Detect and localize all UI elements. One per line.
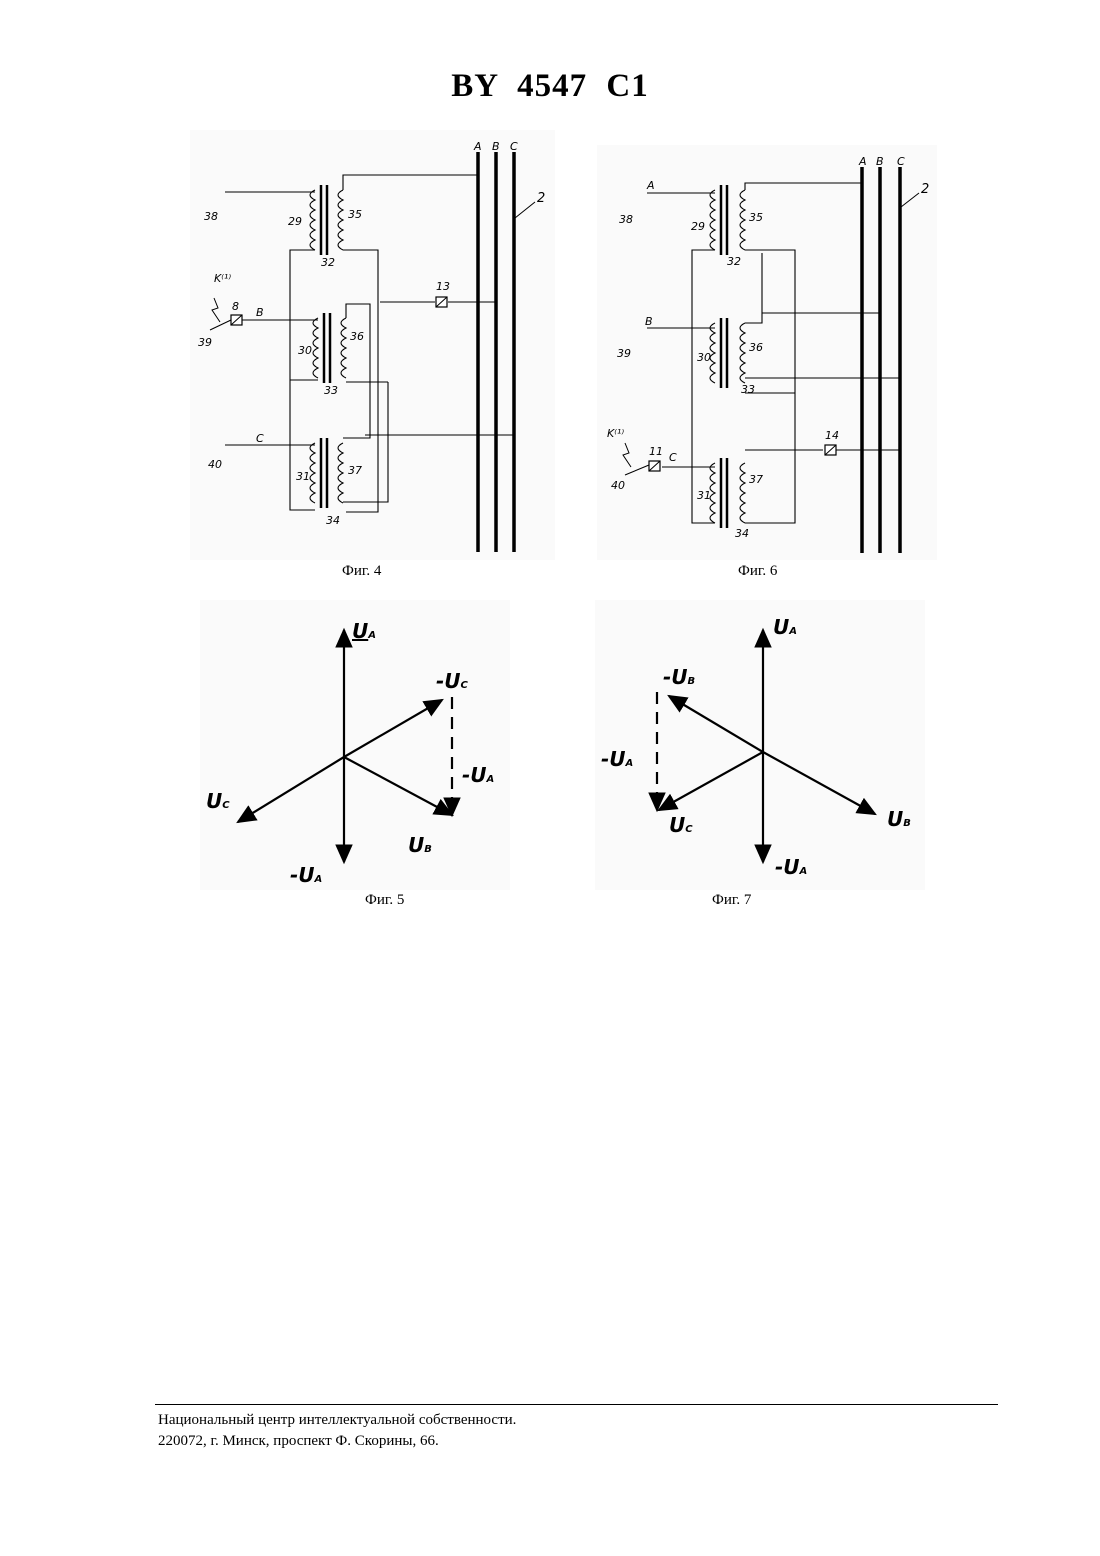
secondary-ref-36: 36 <box>350 330 364 343</box>
bus-label-c: C <box>897 155 905 168</box>
primary-ref-30: 30 <box>697 351 711 364</box>
fuse-ref-13: 13 <box>436 280 450 293</box>
fuse-ref-8: 8 <box>232 300 239 313</box>
phase-letter-c: C <box>669 451 677 464</box>
fault-label: K⁽¹⁾ <box>607 427 624 440</box>
core-ref-34: 34 <box>326 514 340 527</box>
footer: Национальный центр интеллектуальной собс… <box>158 1410 516 1452</box>
phase-letter-a: A <box>646 179 655 192</box>
fuse-ref-14: 14 <box>825 429 839 442</box>
input-ref-40: 40 <box>611 479 625 492</box>
secondary-ref-37: 37 <box>749 473 763 486</box>
fault-label: K⁽¹⁾ <box>214 272 231 285</box>
bus-ref: 2 <box>537 191 545 206</box>
primary-ref-29: 29 <box>691 220 705 233</box>
figure-7-caption: Фиг. 7 <box>712 892 751 909</box>
fuse-ref-11: 11 <box>649 445 663 458</box>
phase-letter-b: B <box>256 306 264 319</box>
document-title: BY 4547 C1 <box>0 68 1100 105</box>
bus-label-c: C <box>510 140 518 153</box>
core-ref-33: 33 <box>324 384 338 397</box>
input-ref-39: 39 <box>617 347 631 360</box>
figure-4-schematic: A B C 2 <box>190 130 555 560</box>
bus-label-a: A <box>858 155 867 168</box>
figure-5-caption: Фиг. 5 <box>365 892 404 909</box>
primary-ref-31: 31 <box>697 489 711 502</box>
bus-ref: 2 <box>921 182 929 197</box>
bus-label-b: B <box>492 140 500 153</box>
footer-line-1: Национальный центр интеллектуальной собс… <box>158 1410 516 1431</box>
secondary-ref-36: 36 <box>749 341 763 354</box>
bus-label-a: A <box>473 140 482 153</box>
figure-5-vector-diagram: UA -UC -UA UC UB -UA <box>200 600 510 890</box>
primary-ref-30: 30 <box>298 344 312 357</box>
phase-letter-b: B <box>645 315 653 328</box>
input-ref-38: 38 <box>619 213 633 226</box>
secondary-ref-37: 37 <box>348 464 362 477</box>
primary-ref-29: 29 <box>288 215 302 228</box>
core-ref-32: 32 <box>727 255 741 268</box>
input-ref-39: 39 <box>198 336 212 349</box>
figure-6-caption: Фиг. 6 <box>738 563 777 580</box>
core-ref-34: 34 <box>735 527 749 540</box>
input-ref-38: 38 <box>204 210 218 223</box>
figure-6-schematic: A B C 2 38 39 40 A B C K⁽¹⁾ <box>597 145 937 560</box>
input-ref-40: 40 <box>208 458 222 471</box>
phase-letter-c: C <box>256 432 264 445</box>
bus-label-b: B <box>876 155 884 168</box>
core-ref-33: 33 <box>741 383 755 396</box>
secondary-ref-35: 35 <box>749 211 763 224</box>
primary-ref-31: 31 <box>296 470 310 483</box>
figure-4-caption: Фиг. 4 <box>342 563 381 580</box>
secondary-ref-35: 35 <box>348 208 362 221</box>
footer-divider <box>155 1404 998 1405</box>
footer-line-2: 220072, г. Минск, проспект Ф. Скорины, 6… <box>158 1431 516 1452</box>
core-ref-32: 32 <box>321 256 335 269</box>
figure-7-vector-diagram: UA -UB -UA UC UB -UA <box>595 600 925 890</box>
